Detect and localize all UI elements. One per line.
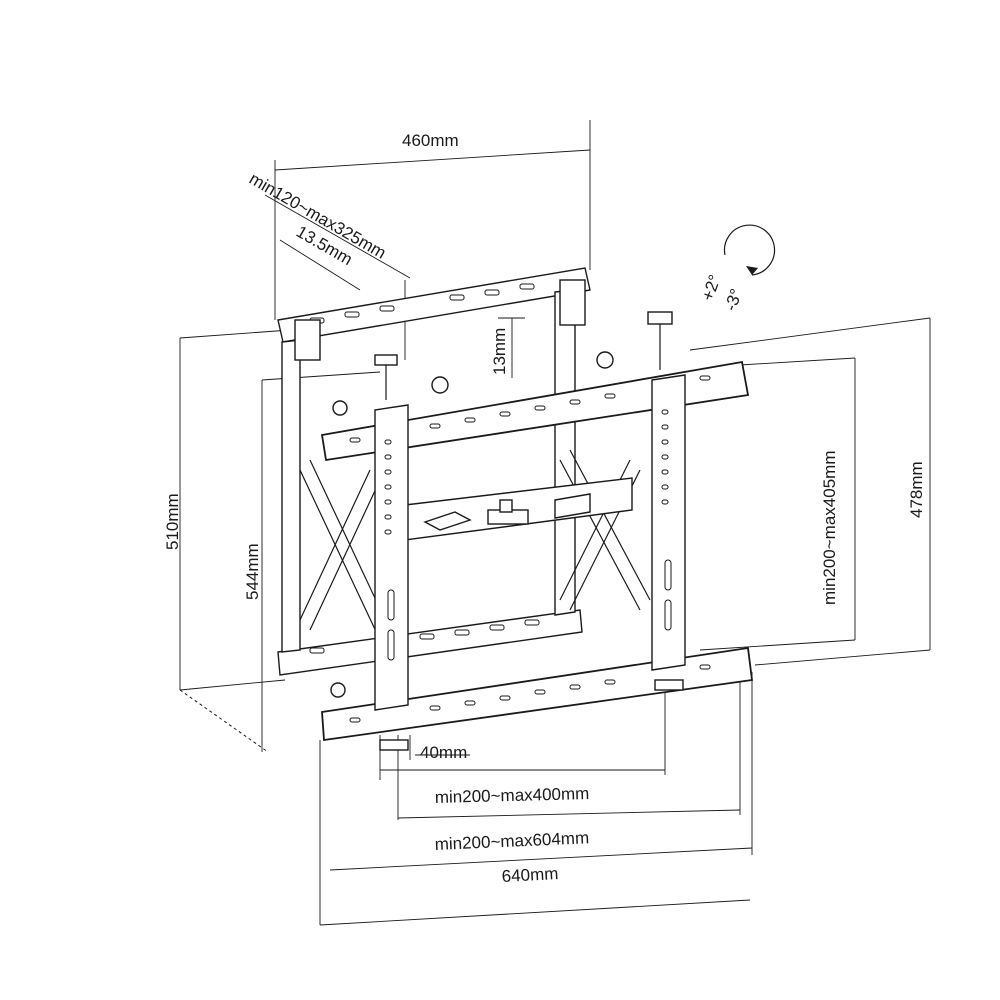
wall-plate bbox=[277, 267, 591, 676]
vertical-adjust-label: 13mm bbox=[490, 328, 509, 375]
dimension-lines bbox=[179, 120, 931, 926]
top-width-label: 460mm bbox=[402, 131, 459, 150]
scissor-arms bbox=[299, 449, 651, 641]
frame-height-label: 544mm bbox=[243, 543, 262, 600]
tv-brackets bbox=[320, 311, 754, 751]
tilt-down-label: -3° bbox=[721, 286, 746, 313]
vesa-horizontal-inner-label: min200~max400mm bbox=[435, 784, 590, 807]
tilt-up-label: +2° bbox=[698, 272, 725, 303]
total-width-label: 640mm bbox=[501, 864, 559, 886]
tilt-arrow-icon bbox=[723, 224, 776, 276]
left-height-label: 510mm bbox=[163, 493, 182, 550]
vesa-vertical-label: min200~max405mm bbox=[820, 451, 839, 606]
offset-label: 40mm bbox=[420, 743, 467, 762]
vesa-horizontal-outer-label: min200~max604mm bbox=[434, 828, 589, 854]
right-height-label: 478mm bbox=[907, 461, 926, 518]
